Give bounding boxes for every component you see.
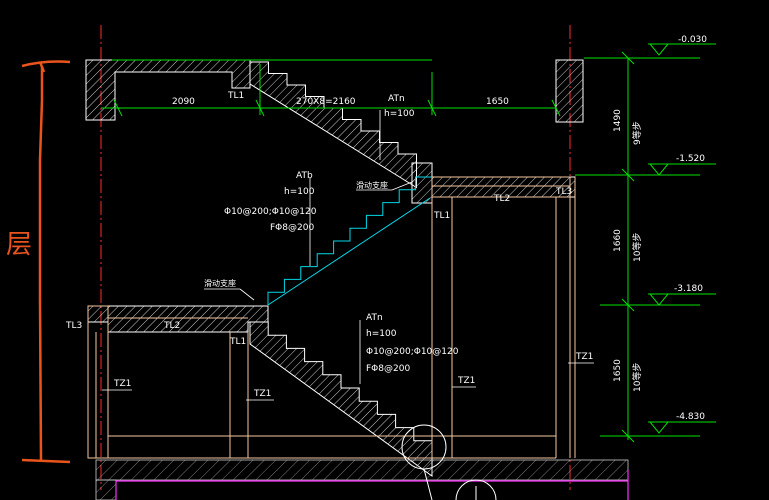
top-left-slab: [85, 59, 251, 121]
ground-slab: [95, 459, 629, 500]
middle-stair-flight: [267, 176, 432, 306]
top-right-column: [555, 59, 584, 123]
elevation-2: -1.520: [676, 154, 705, 164]
label-tl3-mid: TL3: [555, 187, 572, 197]
right-dimension-ruler: [575, 43, 716, 443]
dim-right-3: 1650: [613, 359, 623, 382]
lower-atn-name: ATn: [366, 313, 383, 323]
upper-atn-name: ATn: [388, 94, 405, 104]
label-tl2-mid: TL2: [493, 194, 510, 204]
elevation-4: -4.830: [676, 412, 705, 422]
atb-rebar: Φ10@200;Φ10@120: [224, 207, 317, 217]
top-dimension-line: [101, 59, 561, 117]
magenta-lines: [115, 470, 629, 500]
elevation-1: -0.030: [678, 35, 707, 45]
label-tl2-low: TL2: [163, 321, 180, 331]
label-sliding-upper: 滑动支座: [356, 180, 388, 190]
dim-top-left: 2090: [172, 97, 195, 107]
atb-h: h=100: [284, 187, 315, 197]
dim-right-1-steps: 9等步: [631, 121, 643, 145]
dim-top-right: 1650: [486, 97, 509, 107]
upper-atn-h: h=100: [384, 109, 415, 119]
stair-notes: ATn h=100 ATb h=100 Φ10@200;Φ10@120 FΦ8@…: [224, 94, 459, 374]
label-tl1-low: TL1: [229, 337, 246, 347]
label-tz1-a: TZ1: [113, 379, 131, 389]
elevation-texts: -0.030 -1.520 -3.180 -4.830: [674, 35, 707, 422]
handwritten-label: 层: [6, 230, 32, 260]
dim-right-1: 1490: [613, 109, 623, 132]
label-tz1-d: TZ1: [575, 352, 593, 362]
lower-atn-h: h=100: [366, 329, 397, 339]
label-tl3-low: TL3: [65, 321, 82, 331]
label-tl1-mid: TL1: [433, 211, 450, 221]
lower-stair-flight: [249, 321, 433, 477]
column-outlines: [87, 176, 576, 459]
axis-lines: [100, 25, 571, 490]
label-sliding-lower: 滑动支座: [204, 278, 236, 288]
elevation-3: -3.180: [674, 284, 703, 294]
lower-atn-f-rebar: FΦ8@200: [366, 364, 410, 374]
member-labels: TL1 TL1 TL2 TL3 TL3 TL2 TL1 TZ1 TZ1 TZ1 …: [65, 91, 593, 399]
dim-right-2: 1660: [613, 229, 623, 252]
dim-right-3-steps: 10等步: [631, 363, 643, 392]
atb-f-rebar: FΦ8@200: [270, 223, 314, 233]
label-tl1-top: TL1: [227, 91, 244, 101]
dimension-texts: 2090 270X8=2160 1650 1490 9等步 1660 10等步 …: [172, 97, 643, 392]
lower-atn-rebar: Φ10@200;Φ10@120: [366, 347, 459, 357]
atb-name: ATb: [296, 171, 313, 181]
dim-stair-top: 270X8=2160: [296, 97, 356, 107]
handwritten-annotation: [21, 60, 71, 464]
dim-right-2-steps: 10等步: [631, 233, 643, 262]
leader-lines: [102, 110, 594, 401]
label-tz1-c: TZ1: [457, 376, 475, 386]
detail-markers: [401, 424, 497, 500]
label-tz1-b: TZ1: [253, 389, 271, 399]
upper-stair-flight: [249, 61, 417, 189]
